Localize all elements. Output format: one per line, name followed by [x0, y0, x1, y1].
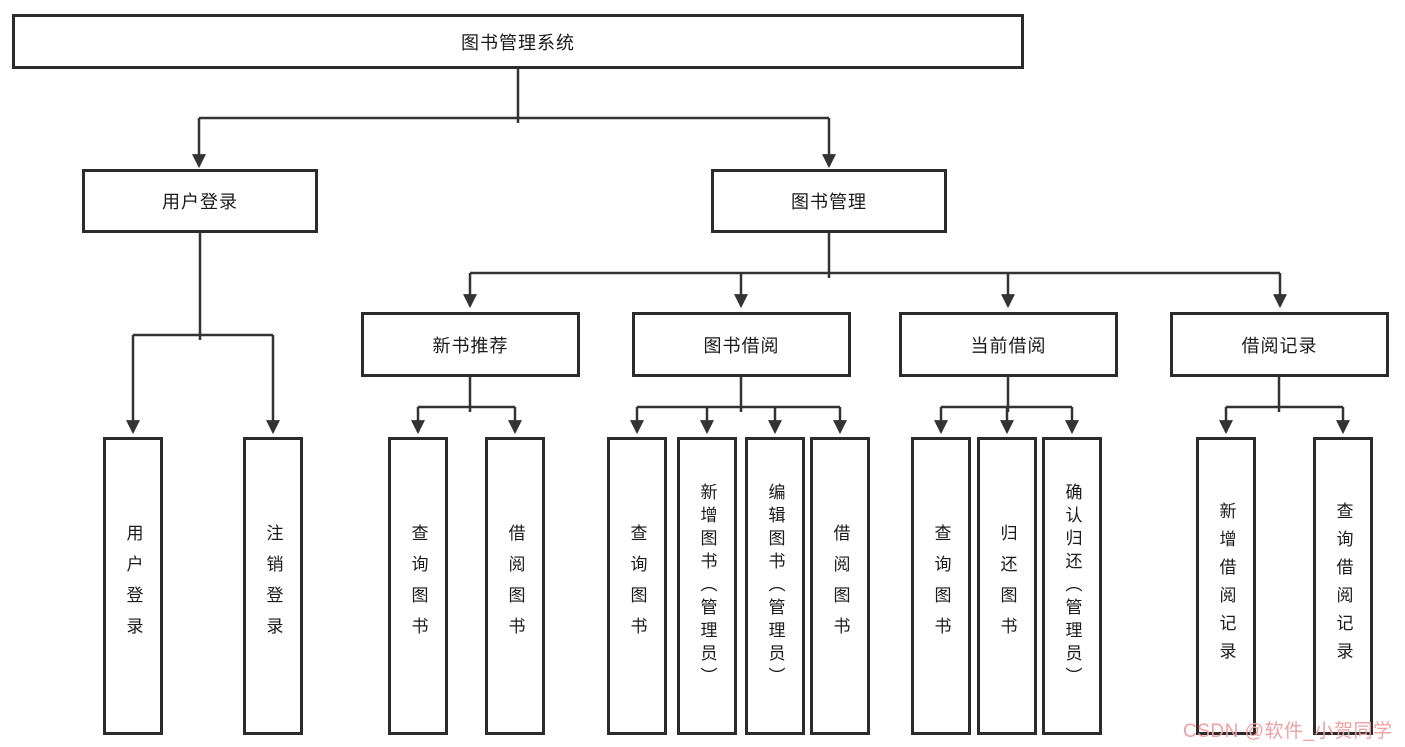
leaf-edit-book-admin: 编辑图书（管理员）: [745, 437, 805, 735]
leaf-user-login: 用户登录: [103, 437, 163, 735]
node-current-borrow-label: 当前借阅: [970, 335, 1047, 356]
connector-new-book-recommend-to-leaves: [411, 377, 522, 435]
leaf-borrow-book-recommend-label: 借阅图书: [505, 524, 525, 648]
leaf-query-book-recommend-label: 查询图书: [408, 524, 428, 648]
leaf-borrow-book-label: 借阅图书: [830, 524, 850, 648]
leaf-return-book-label: 归还图书: [997, 524, 1017, 648]
leaf-user-login-label: 用户登录: [123, 524, 143, 648]
leaf-confirm-return-admin: 确认归还（管理员）: [1042, 437, 1102, 735]
leaf-edit-book-admin-label: 编辑图书（管理员）: [765, 482, 785, 690]
node-new-book-recommend-label: 新书推荐: [432, 335, 509, 356]
node-root-label: 图书管理系统: [461, 32, 575, 53]
node-new-book-recommend: 新书推荐: [361, 312, 580, 377]
watermark: CSDN @软件_小贺同学: [1183, 721, 1393, 742]
leaf-add-book-admin: 新增图书（管理员）: [677, 437, 737, 735]
node-user-login: 用户登录: [82, 169, 318, 233]
node-borrow-record-label: 借阅记录: [1241, 335, 1318, 356]
leaf-return-book: 归还图书: [977, 437, 1037, 735]
node-root-system: 图书管理系统: [12, 14, 1024, 69]
leaf-add-book-admin-label: 新增图书（管理员）: [697, 482, 717, 690]
leaf-add-borrow-record: 新增借阅记录: [1196, 437, 1256, 735]
leaf-query-book-current-label: 查询图书: [931, 524, 951, 648]
node-borrow-record: 借阅记录: [1170, 312, 1389, 377]
node-current-borrow: 当前借阅: [899, 312, 1118, 377]
connector-current-borrow-to-leaves: [934, 377, 1079, 435]
leaf-borrow-book-recommend: 借阅图书: [485, 437, 545, 735]
node-book-management-label: 图书管理: [791, 192, 867, 212]
leaf-borrow-book: 借阅图书: [810, 437, 870, 735]
leaf-query-book-borrow: 查询图书: [607, 437, 667, 735]
connector-book-borrow-to-leaves: [630, 377, 847, 435]
leaf-logout-label: 注销登录: [263, 524, 283, 648]
node-user-login-label: 用户登录: [162, 192, 238, 212]
leaf-query-book-borrow-label: 查询图书: [627, 524, 647, 648]
connector-book-management-to-level2: [463, 233, 1287, 309]
node-book-borrow-label: 图书借阅: [703, 335, 780, 356]
leaf-query-book-current: 查询图书: [911, 437, 971, 735]
connector-user-login-to-leaves: [126, 233, 280, 435]
leaf-logout: 注销登录: [243, 437, 303, 735]
leaf-query-borrow-record-label: 查询借阅记录: [1333, 502, 1353, 670]
connector-borrow-record-to-leaves: [1219, 377, 1350, 435]
leaf-add-borrow-record-label: 新增借阅记录: [1216, 502, 1236, 670]
connector-root-to-level1: [192, 69, 836, 169]
leaf-confirm-return-admin-label: 确认归还（管理员）: [1062, 482, 1082, 690]
leaf-query-book-recommend: 查询图书: [388, 437, 448, 735]
node-book-management: 图书管理: [711, 169, 947, 233]
leaf-query-borrow-record: 查询借阅记录: [1313, 437, 1373, 735]
node-book-borrow: 图书借阅: [632, 312, 851, 377]
